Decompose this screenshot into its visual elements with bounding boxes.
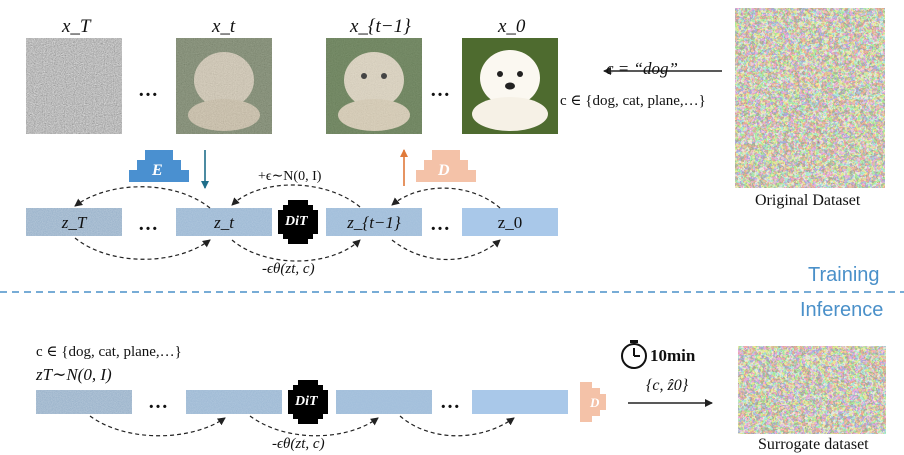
init-noise-label: zT∼N(0, I) <box>36 365 112 384</box>
image-x-T <box>26 38 122 134</box>
decoder-block <box>416 150 476 182</box>
training-section-label: Training <box>808 264 880 286</box>
label-x-T: x_T <box>62 16 91 37</box>
image-x-0 <box>462 38 558 134</box>
forward-arcs <box>74 184 501 262</box>
encoder-block <box>129 150 189 182</box>
ellipsis-inference-2: … <box>440 391 461 413</box>
infer-latent-4 <box>472 390 568 414</box>
dit-label-inference: DiT <box>295 394 318 409</box>
dit-label-training: DiT <box>285 214 308 229</box>
latent-label-z-T: z_T <box>61 213 87 232</box>
ellipsis-inference-1: … <box>148 391 169 413</box>
noise-pred-training: -ϵθ(zt, c) <box>262 261 315 277</box>
dit-block-icon <box>278 200 318 244</box>
label-x-0: x_0 <box>498 16 526 37</box>
latent-label-z-t: z_t <box>214 213 234 232</box>
dit-block-icon <box>288 380 328 424</box>
original-dataset-label: Original Dataset <box>755 192 861 209</box>
infer-decoder-label: D <box>590 395 600 410</box>
infer-decoder-block <box>580 382 606 422</box>
infer-latent-3 <box>336 390 432 414</box>
ellipsis-latents-2: … <box>430 213 451 235</box>
latent-z-0 <box>462 208 558 236</box>
ellipsis-images-2: … <box>430 79 451 101</box>
ellipsis-images-1: … <box>138 79 159 101</box>
latent-z-t-minus-1 <box>326 208 422 236</box>
surrogate-dataset-mosaic <box>738 346 886 434</box>
encoder-label: E <box>152 162 163 179</box>
ellipsis-latents-1: … <box>138 213 159 235</box>
inference-arcs <box>89 415 515 437</box>
surrogate-dataset-label: Surrogate dataset <box>758 436 869 453</box>
noise-pred-inference: -ϵθ(zt, c) <box>272 436 325 452</box>
label-x-t: x_t <box>212 16 236 37</box>
condition-dog: c = “dog” <box>606 59 678 78</box>
image-x-t <box>176 38 272 134</box>
latent-z-T <box>26 208 122 236</box>
image-x-t-minus-1 <box>326 38 422 134</box>
condition-set-inference: c ∈ {dog, cat, plane,…} <box>36 344 182 360</box>
infer-latent-1 <box>36 390 132 414</box>
latent-z-t <box>176 208 272 236</box>
output-pair-label: {c, ẑ0} <box>646 377 689 394</box>
inference-section-label: Inference <box>800 299 884 321</box>
condition-set-training: c ∈ {dog, cat, plane,…} <box>560 93 706 109</box>
decoder-label: D <box>438 162 450 179</box>
latent-label-z-t-minus-1: z_{t−1} <box>347 213 401 232</box>
noise-add-label: +ϵ∼N(0, I) <box>258 169 322 184</box>
latent-label-z-0: z_0 <box>497 213 523 232</box>
infer-latent-2 <box>186 390 282 414</box>
timer-label: 10min <box>650 346 696 365</box>
label-x-t-minus-1: x_{t−1} <box>350 16 411 37</box>
stopwatch-icon <box>621 340 647 369</box>
original-dataset-mosaic <box>735 8 885 188</box>
